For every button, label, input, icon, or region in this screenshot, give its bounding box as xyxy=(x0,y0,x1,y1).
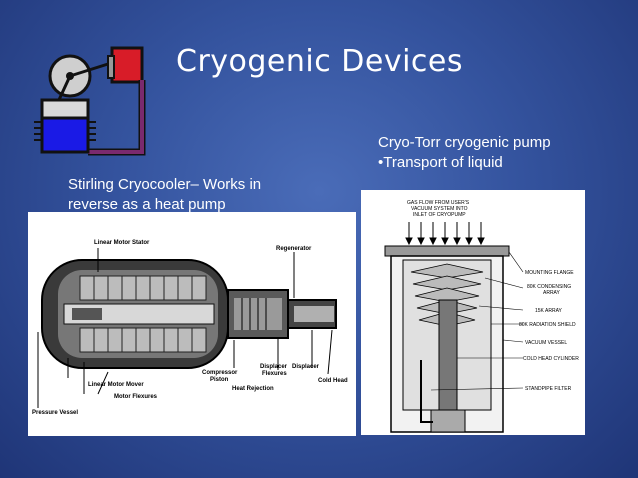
label-standpipe-filter: STANDPIPE FILTER xyxy=(525,386,572,392)
label-linear-motor-mover: Linear Motor Mover xyxy=(88,382,144,388)
stirling-caption: Stirling Cryocooler– Works in reverse as… xyxy=(68,175,261,215)
label-compressor-1: Compressor xyxy=(202,370,238,376)
label-cold-head-cylinder: COLD HEAD CYLINDER xyxy=(523,356,579,362)
label-condensing-2: ARRAY xyxy=(543,290,561,296)
label-regenerator: Regenerator xyxy=(276,246,312,252)
cryo-bullet: •Transport of liquid xyxy=(378,154,503,171)
label-linear-motor-stator: Linear Motor Stator xyxy=(94,240,150,246)
cryo-heading: Cryo-Torr cryogenic pump xyxy=(378,134,551,151)
label-gas-flow-3: INLET OF CRYOPUMP xyxy=(413,212,466,218)
stirling-diagram-panel: Linear Motor Stator Regenerator Compress… xyxy=(28,212,356,436)
label-mounting-flange: MOUNTING FLANGE xyxy=(525,270,574,276)
cryo-pump-caption: Cryo-Torr cryogenic pump •Transport of l… xyxy=(378,133,551,173)
label-condensing-1: 80K CONDENSING xyxy=(527,284,571,290)
label-heat-rejection: Heat Rejection xyxy=(232,386,274,392)
stirling-caption-line1: Stirling Cryocooler– Works in xyxy=(68,176,262,193)
label-radiation-shield: 80K RADIATION SHIELD xyxy=(519,322,576,328)
stirling-cryocooler-diagram: Linear Motor Stator Regenerator Compress… xyxy=(32,240,348,416)
label-compressor-2: Piston xyxy=(210,377,229,383)
label-displacer-flexures-1: Displacer xyxy=(260,364,288,370)
label-vacuum-vessel: VACUUM VESSEL xyxy=(525,340,567,346)
label-gas-flow-2: VACUUM SYSTEM INTO xyxy=(411,206,468,212)
label-gas-flow-1: GAS FLOW FROM USER'S xyxy=(407,200,470,206)
label-displacer-flexures-2: Flexures xyxy=(262,371,287,377)
cryopump-diagram: GAS FLOW FROM USER'S VACUUM SYSTEM INTO … xyxy=(384,200,579,433)
label-cold-head: Cold Head xyxy=(318,378,348,384)
page-title: Cryogenic Devices xyxy=(176,44,463,79)
stirling-engine-icon xyxy=(34,46,146,156)
label-pressure-vessel: Pressure Vessel xyxy=(32,410,78,416)
stirling-caption-line2: reverse as a heat pump xyxy=(68,196,226,213)
label-motor-flexures: Motor Flexures xyxy=(114,394,158,400)
label-displacer: Displacer xyxy=(292,364,320,370)
label-15k-array: 15K ARRAY xyxy=(535,308,563,314)
cryopump-diagram-panel: GAS FLOW FROM USER'S VACUUM SYSTEM INTO … xyxy=(361,190,585,435)
